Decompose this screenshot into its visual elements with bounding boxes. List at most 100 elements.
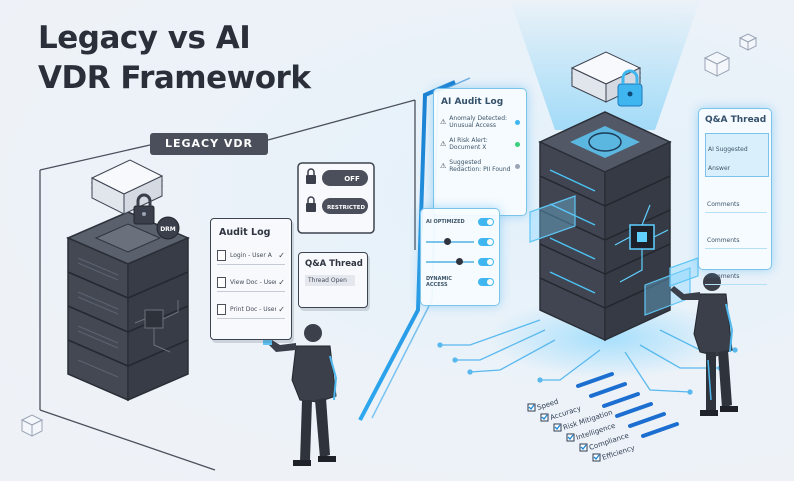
ai-suggested-answer[interactable]: AI Suggested Answer [705, 133, 769, 177]
toggle-knob [487, 219, 493, 225]
legacy-audit-row: Login - User A ✓ [217, 246, 285, 265]
metric-label: Speed [536, 398, 559, 412]
alert-icon: ⚠ [440, 118, 447, 126]
document-icon [217, 303, 226, 315]
check-icon: ✓ [278, 250, 285, 260]
slider-track[interactable] [426, 258, 474, 265]
decorative-cubes [20, 33, 758, 437]
legacy-server-rack [66, 211, 190, 402]
check-icon: ✓ [278, 277, 285, 287]
check-icon [554, 424, 561, 430]
drm-badge-icon [156, 216, 180, 240]
ai-control-label: DYNAMIC ACCESS [426, 276, 452, 288]
legacy-toggles-panel: OFF RESTRICTED [297, 162, 375, 234]
ai-audit-rows: ⚠Anomaly Detected: Unusual Access⚠AI Ris… [434, 115, 526, 173]
legacy-audit-row-text: Login - User A [230, 251, 272, 259]
legacy-frame-lines [39, 99, 416, 471]
off-toggle[interactable] [322, 170, 368, 186]
slider-knob[interactable] [456, 258, 463, 265]
ai-audit-log-panel: AI Audit Log ⚠Anomaly Detected: Unusual … [433, 88, 527, 216]
ai-comment-row[interactable]: Comments [705, 225, 767, 249]
toggle-switch[interactable] [478, 278, 494, 286]
toggle-knob [487, 239, 493, 245]
toggle-switch[interactable] [478, 218, 494, 226]
metric-bar [615, 402, 653, 418]
ai-audit-row-text: Suggested Redaction: PII Found [449, 159, 511, 173]
ai-controls-panel: AI OPTIMIZED DYNAMIC ACCESS [420, 208, 500, 306]
ai-audit-row: ⚠Suggested Redaction: PII Found [440, 159, 520, 173]
title-line-1: Legacy vs AI [38, 20, 251, 56]
ai-control-label: AI OPTIMIZED [426, 219, 465, 225]
ai-qa-title: Q&A Thread [705, 115, 767, 125]
check-icon: ✓ [278, 304, 285, 314]
ai-control-toggle-row[interactable]: DYNAMIC ACCESS [426, 275, 494, 289]
metric-bar [576, 372, 614, 388]
legacy-qa-title: Q&A Thread [305, 259, 363, 269]
brain-icon [588, 132, 622, 152]
ai-lock-icon [617, 69, 643, 107]
legacy-qa-panel: Q&A Thread Thread Open [298, 252, 368, 308]
metric-bar [602, 392, 640, 408]
check-icon [567, 434, 574, 440]
metric-bar [589, 382, 627, 398]
legacy-qa-status: Thread Open [305, 275, 355, 286]
ai-qa-row-text: AI Suggested Answer [708, 146, 748, 172]
check-icon [593, 454, 600, 460]
legacy-audit-rows: Login - User A✓View Doc - User B✓Print D… [211, 246, 291, 319]
legacy-audit-log-title: Audit Log [219, 227, 271, 238]
check-icon [541, 414, 548, 420]
ai-controls-list: AI OPTIMIZED DYNAMIC ACCESS [421, 215, 499, 289]
toggle-knob [487, 259, 493, 265]
toggle-lock-icon-1 [306, 168, 316, 184]
legacy-lock-icon [133, 193, 155, 225]
ai-control-slider-row[interactable] [426, 235, 494, 249]
legacy-audit-row-text: Print Doc - User C [230, 305, 277, 313]
title-line-2: VDR Framework [38, 60, 311, 96]
page-title: Legacy vs AI VDR Framework [38, 18, 398, 98]
ai-qa-row-text: Comments [707, 201, 740, 208]
check-icon [528, 404, 535, 410]
legacy-audit-row: Print Doc - User C✓ [217, 300, 285, 319]
metric-bar [628, 412, 666, 428]
ai-audit-row-text: AI Risk Alert: Document X [449, 137, 488, 151]
legacy-audit-row-text: View Doc - User B [230, 278, 277, 286]
ai-audit-row: ⚠Anomaly Detected: Unusual Access [440, 115, 520, 129]
ai-comment-row[interactable]: Comments [705, 189, 767, 213]
toggle-lock-icon-2 [306, 196, 316, 212]
document-icon [217, 276, 226, 288]
status-dot-icon [515, 141, 520, 147]
legacy-audit-row: View Doc - User B✓ [217, 273, 285, 292]
hologram-panels [529, 195, 699, 316]
alert-icon: ⚠ [440, 162, 447, 170]
alert-icon: ⚠ [440, 140, 447, 148]
ai-control-slider-row[interactable] [426, 255, 494, 269]
ai-qa-row-text: Comments [707, 237, 740, 244]
drm-badge-label: DRM [160, 226, 176, 233]
slider-knob[interactable] [444, 238, 451, 245]
ai-audit-row-text: Anomaly Detected: Unusual Access [449, 115, 508, 129]
ai-circuit-traces [437, 319, 738, 395]
toggle-knob [487, 279, 493, 285]
restricted-toggle-label: RESTRICTED [327, 205, 366, 211]
status-dot-icon [515, 163, 520, 169]
document-icon [217, 249, 226, 261]
ai-control-toggle-row[interactable]: AI OPTIMIZED [426, 215, 494, 229]
ai-businessman-figure [670, 273, 738, 416]
check-icon [580, 444, 587, 450]
legacy-audit-log-panel: Audit Log Login - User A✓View Doc - User… [210, 218, 292, 340]
restricted-toggle[interactable] [322, 198, 368, 214]
metric-bar [641, 422, 679, 438]
toggle-switch[interactable] [478, 238, 494, 246]
ai-qa-row-text: Comments [707, 273, 740, 280]
slider-track[interactable] [426, 238, 474, 245]
ai-server-rack [538, 111, 672, 342]
off-toggle-label: OFF [344, 175, 360, 183]
legacy-vdr-label: LEGACY VDR [150, 133, 268, 155]
ai-audit-log-title: AI Audit Log [441, 97, 504, 107]
ai-comment-row[interactable]: Comments [705, 261, 767, 285]
toggle-switch[interactable] [478, 258, 494, 266]
